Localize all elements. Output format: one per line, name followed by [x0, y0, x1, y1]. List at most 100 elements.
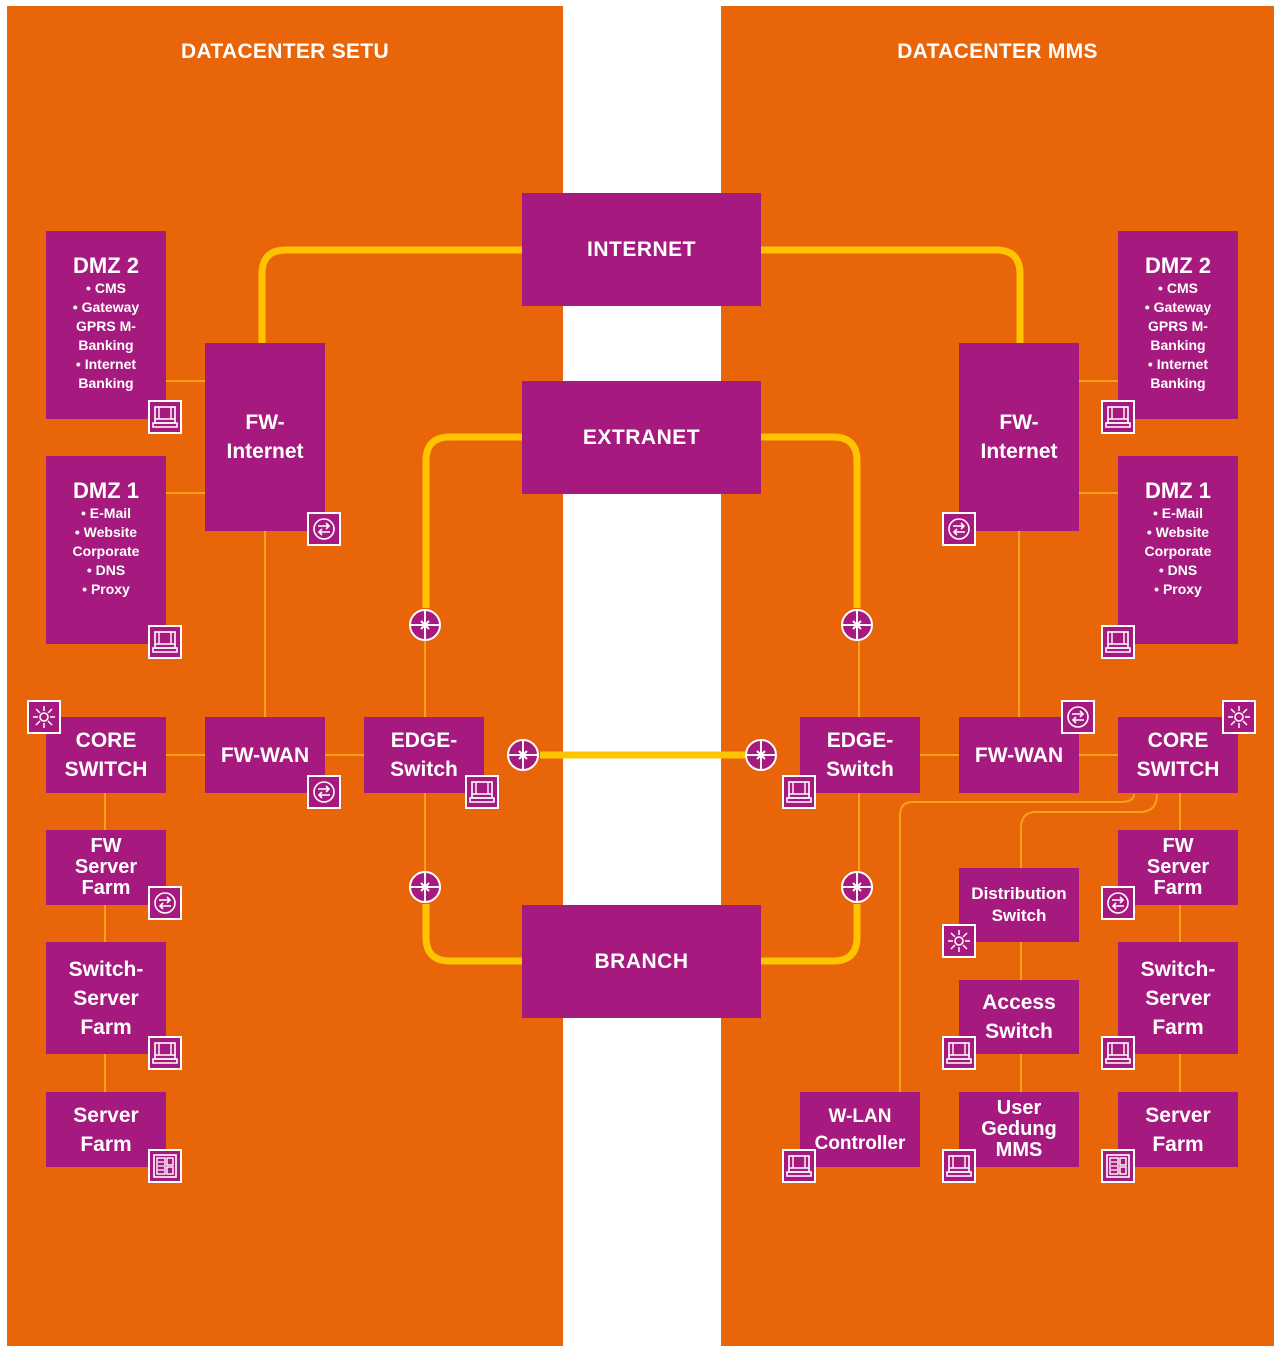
- mms-edge-switch-label: Switch: [826, 758, 894, 781]
- setu-dmz2-item: • Gateway GPRS M-Banking: [72, 299, 140, 353]
- mms-fw-internet-label: FW-: [999, 411, 1039, 434]
- mms-fw-internet-label: Internet: [980, 440, 1058, 463]
- setu-dmz2-item: • CMS: [86, 280, 126, 296]
- mms-dmz2-item: • Gateway GPRS M-Banking: [1144, 299, 1212, 353]
- setu-dmz1-item: • DNS: [86, 562, 126, 578]
- switch-icon: [782, 1149, 816, 1183]
- mms-access-switch-box: Access Switch: [959, 980, 1079, 1054]
- router-icon: [840, 608, 874, 642]
- mms-dmz1-item: • DNS: [1158, 562, 1198, 578]
- switch-icon: [782, 775, 816, 809]
- server-icon: [1101, 400, 1135, 434]
- firewall-icon: [148, 886, 182, 920]
- setu-edge-switch-label: EDGE-: [390, 729, 458, 752]
- setu-switch-server-farm-label: Farm: [80, 1015, 132, 1039]
- setu-edge-switch-box: EDGE- Switch: [364, 717, 484, 793]
- branch-setu-link: [422, 904, 522, 965]
- mms-dmz2-item: • Internet Banking: [1147, 356, 1209, 391]
- mms-core-switch-label: CORE: [1147, 729, 1209, 752]
- mms-edge-switch-box: EDGE- Switch: [800, 717, 920, 793]
- mms-dmz1-box: DMZ 1 • E-Mail • Website Corporate • DNS…: [1118, 456, 1238, 644]
- mms-switch-server-farm-label: Server: [1145, 986, 1211, 1010]
- setu-dmz2-box: DMZ 2 • CMS • Gateway GPRS M-Banking • I…: [46, 231, 166, 419]
- mms-switch-server-farm-box: Switch- Server Farm: [1118, 942, 1238, 1054]
- branch-box: BRANCH: [522, 905, 761, 1018]
- server-rack-icon: [1101, 1149, 1135, 1183]
- mms-fw-server-farm-box: FW Server Farm: [1118, 830, 1238, 905]
- mms-access-switch-label: Switch: [985, 1020, 1053, 1043]
- multilayer-switch-icon: [1222, 700, 1256, 734]
- router-icon: [408, 870, 442, 904]
- setu-fw-server-farm-label: Farm: [81, 877, 131, 899]
- mms-dmz1-item: • E-Mail: [1152, 505, 1204, 521]
- setu-dmz1-box: DMZ 1 • E-Mail • Website Corporate • DNS…: [46, 456, 166, 644]
- setu-fw-internet-label: FW-: [245, 411, 285, 434]
- firewall-icon: [1061, 700, 1095, 734]
- internet-setu-link: [258, 246, 522, 343]
- mms-fw-server-farm-label: Farm: [1153, 877, 1203, 899]
- setu-dmz2-title: DMZ 2: [73, 253, 139, 278]
- server-rack-icon: [148, 1149, 182, 1183]
- setu-core-switch-box: CORE SWITCH: [46, 717, 166, 793]
- extranet-label: EXTRANET: [582, 425, 701, 449]
- extranet-box: EXTRANET: [522, 381, 761, 494]
- mms-core-switch-box: CORE SWITCH: [1118, 717, 1238, 793]
- mms-server-farm-label: Farm: [1152, 1132, 1204, 1156]
- switch-icon: [148, 1036, 182, 1070]
- mms-dmz1-title: DMZ 1: [1145, 478, 1211, 503]
- server-icon: [148, 625, 182, 659]
- mms-wlan-controller-box: W-LAN Controller: [800, 1092, 920, 1167]
- mms-core-switch-label: SWITCH: [1136, 758, 1220, 781]
- setu-server-farm-box: Server Farm: [46, 1092, 166, 1167]
- server-icon: [1101, 625, 1135, 659]
- branch-mms-link: [761, 904, 861, 965]
- server-icon: [148, 400, 182, 434]
- setu-fw-server-farm-box: FW Server Farm: [46, 830, 166, 905]
- multilayer-switch-icon: [27, 700, 61, 734]
- mms-dmz1-item: • Website Corporate: [1144, 524, 1212, 559]
- setu-server-farm-label: Farm: [80, 1132, 132, 1156]
- internet-label: INTERNET: [587, 237, 696, 261]
- mms-fw-wan-box: FW-WAN: [959, 717, 1079, 793]
- switch-icon: [942, 1149, 976, 1183]
- router-icon: [506, 738, 540, 772]
- mms-wlan-controller-label: Controller: [814, 1132, 906, 1154]
- mms-user-gedung-label: MMS: [995, 1139, 1043, 1161]
- firewall-icon: [307, 775, 341, 809]
- datacenter-setu-title: DATACENTER SETU: [181, 40, 389, 63]
- mms-fw-server-farm-label: Server: [1146, 856, 1210, 878]
- mms-dmz2-box: DMZ 2 • CMS • Gateway GPRS M-Banking • I…: [1118, 231, 1238, 419]
- extranet-mms-link: [761, 433, 861, 608]
- mms-server-farm-label: Server: [1145, 1103, 1211, 1127]
- mms-fw-internet-box: FW- Internet: [959, 343, 1079, 531]
- setu-switch-server-farm-label: Switch-: [68, 957, 144, 981]
- mms-fw-wan-label: FW-WAN: [974, 743, 1064, 767]
- firewall-icon: [307, 512, 341, 546]
- internet-mms-link: [761, 246, 1024, 343]
- router-icon: [840, 870, 874, 904]
- setu-switch-server-farm-box: Switch- Server Farm: [46, 942, 166, 1054]
- extranet-setu-link: [422, 433, 522, 608]
- switch-icon: [465, 775, 499, 809]
- mms-switch-server-farm-label: Farm: [1152, 1015, 1204, 1039]
- mms-edge-switch-label: EDGE-: [826, 729, 894, 752]
- setu-server-farm-label: Server: [73, 1103, 139, 1127]
- setu-fw-internet-label: Internet: [226, 440, 304, 463]
- firewall-icon: [1101, 886, 1135, 920]
- setu-switch-server-farm-label: Server: [73, 986, 139, 1010]
- router-icon: [408, 608, 442, 642]
- mms-server-farm-box: Server Farm: [1118, 1092, 1238, 1167]
- setu-core-switch-label: SWITCH: [64, 758, 148, 781]
- setu-dmz1-item: • Proxy: [82, 581, 130, 597]
- mms-distribution-switch-label: Distribution: [971, 884, 1067, 903]
- firewall-icon: [942, 512, 976, 546]
- mms-switch-server-farm-label: Switch-: [1140, 957, 1216, 981]
- setu-fw-wan-label: FW-WAN: [220, 743, 310, 767]
- setu-core-switch-label: CORE: [75, 729, 137, 752]
- setu-fw-server-farm-label: Server: [74, 856, 138, 878]
- mms-wlan-controller-label: W-LAN: [828, 1105, 892, 1127]
- branch-label: BRANCH: [594, 949, 689, 973]
- mms-dmz1-item: • Proxy: [1154, 581, 1202, 597]
